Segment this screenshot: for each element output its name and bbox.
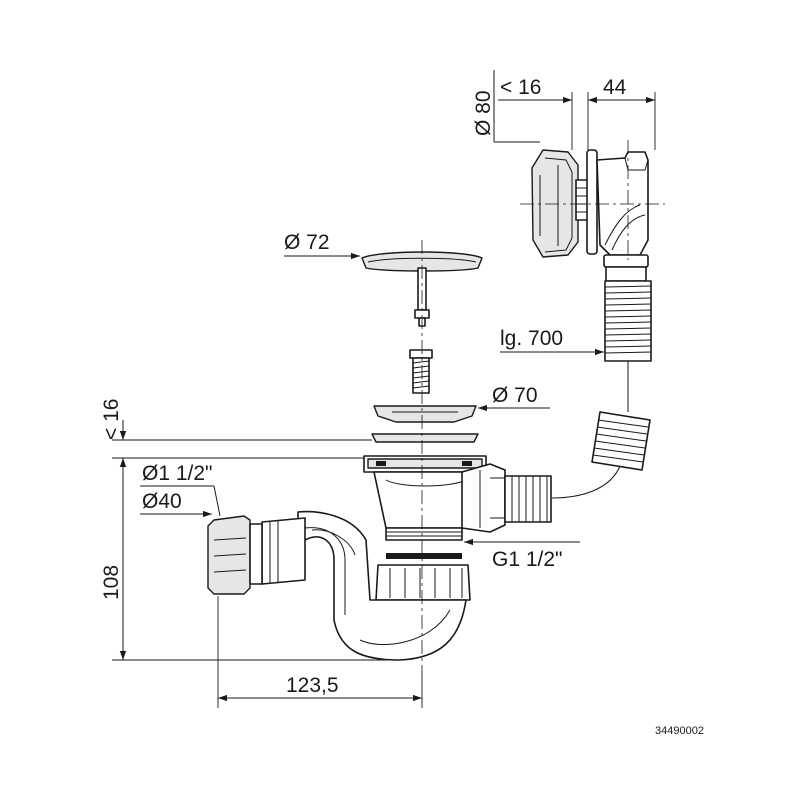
flange	[371, 405, 479, 443]
overflow-assembly	[520, 140, 665, 499]
plug-diameter-label: Ø 72	[284, 231, 330, 254]
flange-diameter-label: Ø 70	[492, 384, 538, 407]
thread-size-label: G1 1/2"	[492, 548, 563, 571]
overflow-diameter-label: Ø 80	[472, 90, 495, 136]
hose-length-label: lg. 700	[500, 327, 563, 350]
outlet-diameter-label: Ø40	[142, 490, 182, 513]
trap-width-label: 123,5	[286, 674, 339, 697]
dimension-lines	[112, 70, 656, 708]
plug	[361, 251, 483, 327]
waste-body	[207, 240, 552, 670]
overflow-depth-label: < 16	[500, 76, 541, 99]
outlet-size-label: Ø1 1/2"	[142, 462, 213, 485]
waste-depth-label: < 16	[100, 399, 123, 440]
dimension-labels: Ø 80 < 16 44 Ø 72 lg. 700 Ø 70 < 16 Ø1 1…	[100, 76, 704, 737]
reference-code: 34490002	[655, 725, 704, 737]
trap-height-label: 108	[100, 565, 123, 600]
screw	[409, 349, 433, 394]
overflow-width-label: 44	[603, 76, 627, 99]
